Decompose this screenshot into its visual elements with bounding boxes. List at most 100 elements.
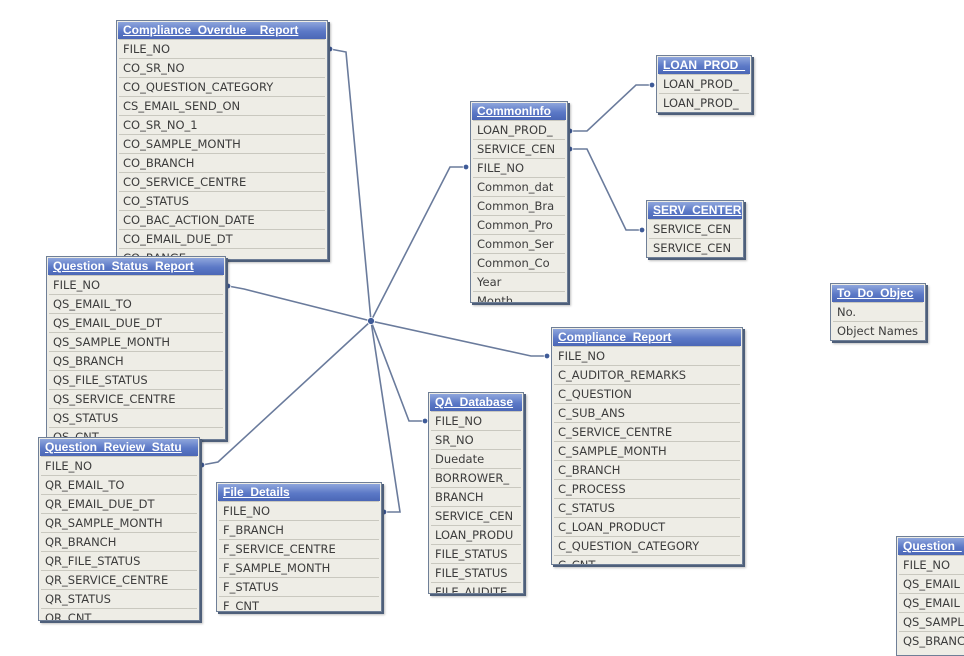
field-co-bac-action-date[interactable]: CO_BAC_ACTION_DATE [119, 210, 325, 229]
field-f-cnt[interactable]: F_CNT [219, 596, 379, 611]
field-loan-prod[interactable]: LOAN_PROD_ [659, 93, 749, 112]
field-f-service-centre[interactable]: F_SERVICE_CENTRE [219, 539, 379, 558]
table-title[interactable]: Question_Review_Statu [40, 439, 198, 456]
field-service-cen[interactable]: SERVICE_CEN [431, 506, 521, 525]
field-c-service-centre[interactable]: C_SERVICE_CENTRE [554, 422, 740, 441]
field-c-sub-ans[interactable]: C_SUB_ANS [554, 403, 740, 422]
table-title[interactable]: LOAN_PROD_ [658, 57, 750, 74]
table-loan-prod[interactable]: LOAN_PROD_LOAN_PROD_LOAN_PROD_ [656, 55, 752, 113]
field-qr-branch[interactable]: QR_BRANCH [41, 532, 197, 551]
field-qs-branch[interactable]: QS_BRANCH [49, 351, 223, 370]
field-common-co[interactable]: Common_Co [473, 253, 565, 272]
field-loan-prod[interactable]: LOAN_PROD_ [473, 120, 565, 139]
field-co-branch[interactable]: CO_BRANCH [119, 153, 325, 172]
field-c-loan-product[interactable]: C_LOAN_PRODUCT [554, 517, 740, 536]
field-c-sample-month[interactable]: C_SAMPLE_MONTH [554, 441, 740, 460]
field-no[interactable]: No. [833, 302, 923, 321]
field-qs-email[interactable]: QS_EMAIL [899, 574, 964, 593]
field-co-status[interactable]: CO_STATUS [119, 191, 325, 210]
field-c-question-category[interactable]: C_QUESTION_CATEGORY [554, 536, 740, 555]
field-common-pro[interactable]: Common_Pro [473, 215, 565, 234]
field-c-cnt[interactable]: C_CNT [554, 555, 740, 564]
field-file-no[interactable]: FILE_NO [554, 346, 740, 365]
field-file-audite[interactable]: FILE_AUDITE [431, 582, 521, 593]
table-title[interactable]: Compliance_Overdue__Report [118, 22, 326, 39]
field-loan-produ[interactable]: LOAN_PRODU [431, 525, 521, 544]
field-qs-email[interactable]: QS_EMAIL [899, 593, 964, 612]
field-qr-email-to[interactable]: QR_EMAIL_TO [41, 475, 197, 494]
field-object-names[interactable]: Object Names [833, 321, 923, 340]
field-qs-branc[interactable]: QS_BRANC [899, 631, 964, 650]
field-co-question-category[interactable]: CO_QUESTION_CATEGORY [119, 77, 325, 96]
table-title[interactable]: Compliance_Report [553, 329, 741, 346]
field-c-process[interactable]: C_PROCESS [554, 479, 740, 498]
table-title[interactable]: SERV_CENTER [648, 202, 742, 219]
field-borrower[interactable]: BORROWER_ [431, 468, 521, 487]
field-co-service-centre[interactable]: CO_SERVICE_CENTRE [119, 172, 325, 191]
table-title[interactable]: Question_ [898, 538, 964, 555]
field-co-sample-month[interactable]: CO_SAMPLE_MONTH [119, 134, 325, 153]
field-common-dat[interactable]: Common_dat [473, 177, 565, 196]
field-common-ser[interactable]: Common_Ser [473, 234, 565, 253]
field-year[interactable]: Year [473, 272, 565, 291]
field-cs-email-send-on[interactable]: CS_EMAIL_SEND_ON [119, 96, 325, 115]
field-service-cen[interactable]: SERVICE_CEN [649, 238, 741, 257]
field-qs-email-due-dt[interactable]: QS_EMAIL_DUE_DT [49, 313, 223, 332]
field-qr-service-centre[interactable]: QR_SERVICE_CENTRE [41, 570, 197, 589]
field-file-no[interactable]: FILE_NO [431, 411, 521, 430]
field-file-no[interactable]: FILE_NO [899, 555, 964, 574]
field-month[interactable]: Month [473, 291, 565, 302]
field-qr-sample-month[interactable]: QR_SAMPLE_MONTH [41, 513, 197, 532]
field-qr-email-due-dt[interactable]: QR_EMAIL_DUE_DT [41, 494, 197, 513]
field-common-bra[interactable]: Common_Bra [473, 196, 565, 215]
field-qs-file-status[interactable]: QS_FILE_STATUS [49, 370, 223, 389]
field-file-no[interactable]: FILE_NO [119, 39, 325, 58]
table-title[interactable]: To_Do_Objec [832, 285, 924, 302]
field-loan-prod[interactable]: LOAN_PROD_ [659, 74, 749, 93]
field-file-no[interactable]: FILE_NO [473, 158, 565, 177]
table-title[interactable]: File_Details [218, 484, 380, 501]
field-file-no[interactable]: FILE_NO [41, 456, 197, 475]
field-qs-sampl[interactable]: QS_SAMPL [899, 612, 964, 631]
field-co-email-due-dt[interactable]: CO_EMAIL_DUE_DT [119, 229, 325, 248]
table-title[interactable]: CommonInfo [472, 103, 566, 120]
field-service-cen[interactable]: SERVICE_CEN [473, 139, 565, 158]
field-service-cen[interactable]: SERVICE_CEN [649, 219, 741, 238]
field-file-status[interactable]: FILE_STATUS [431, 563, 521, 582]
field-c-branch[interactable]: C_BRANCH [554, 460, 740, 479]
field-sr-no[interactable]: SR_NO [431, 430, 521, 449]
field-qs-cnt[interactable]: QS_CNT [49, 427, 223, 439]
field-file-no[interactable]: FILE_NO [219, 501, 379, 520]
field-file-no[interactable]: FILE_NO [49, 275, 223, 294]
field-file-status[interactable]: FILE_STATUS [431, 544, 521, 563]
table-title[interactable]: QA_Database [430, 394, 522, 411]
field-co-range[interactable]: CO_RANGE [119, 248, 325, 259]
field-duedate[interactable]: Duedate [431, 449, 521, 468]
field-c-auditor-remarks[interactable]: C_AUDITOR_REMARKS [554, 365, 740, 384]
field-qs-sample-month[interactable]: QS_SAMPLE_MONTH [49, 332, 223, 351]
field-qr-status[interactable]: QR_STATUS [41, 589, 197, 608]
table-title[interactable]: Question_Status_Report [48, 258, 224, 275]
field-f-sample-month[interactable]: F_SAMPLE_MONTH [219, 558, 379, 577]
field-f-branch[interactable]: F_BRANCH [219, 520, 379, 539]
field-qs-status[interactable]: QS_STATUS [49, 408, 223, 427]
field-qs-email-to[interactable]: QS_EMAIL_TO [49, 294, 223, 313]
field-qs-service-centre[interactable]: QS_SERVICE_CENTRE [49, 389, 223, 408]
field-qr-file-status[interactable]: QR_FILE_STATUS [41, 551, 197, 570]
field-co-sr-no[interactable]: CO_SR_NO [119, 58, 325, 77]
field-c-question[interactable]: C_QUESTION [554, 384, 740, 403]
field-branch[interactable]: BRANCH [431, 487, 521, 506]
field-f-status[interactable]: F_STATUS [219, 577, 379, 596]
field-c-status[interactable]: C_STATUS [554, 498, 740, 517]
field-co-sr-no-1[interactable]: CO_SR_NO_1 [119, 115, 325, 134]
